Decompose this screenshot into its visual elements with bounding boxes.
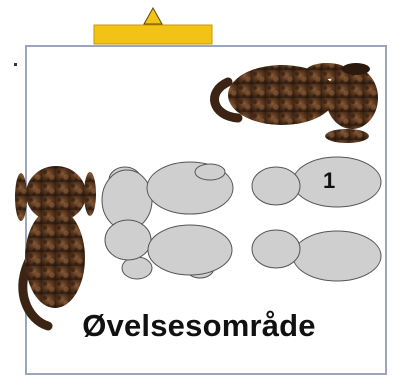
edge-marker	[14, 63, 17, 66]
ghost-dog-2	[105, 220, 232, 279]
area-caption: Øvelsesområde	[0, 308, 398, 344]
start-triangle-icon	[144, 8, 162, 24]
position-number: 1	[323, 168, 335, 193]
start-bar	[94, 25, 212, 44]
